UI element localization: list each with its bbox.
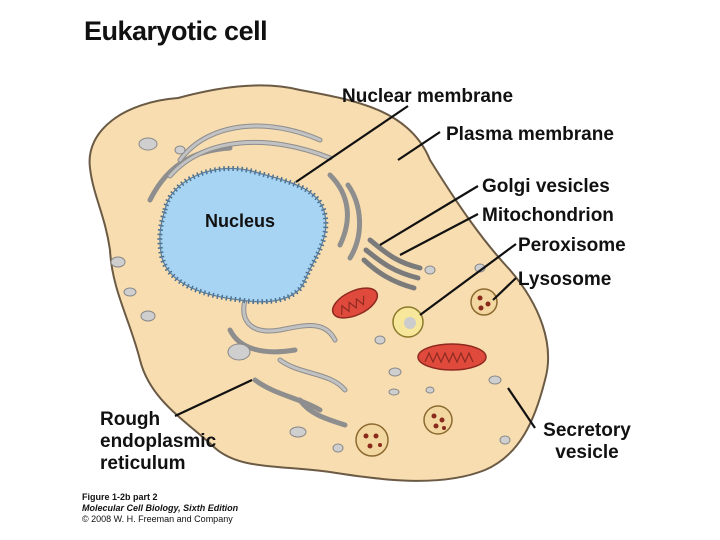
- label-nucleus: Nucleus: [205, 211, 276, 231]
- label-rough-er: Rough endoplasmic reticulum: [100, 409, 216, 475]
- label-plasma-membrane: Plasma membrane: [446, 124, 614, 145]
- peroxisome-shape: [392, 306, 424, 338]
- golgi-apparatus: [361, 237, 423, 291]
- lysosome-shape: [355, 288, 498, 457]
- label-rough-er-line2: endoplasmic: [100, 431, 217, 452]
- rough-er-lumen: [168, 124, 347, 392]
- caption-copyright: © 2008 W. H. Freeman and Company: [82, 514, 233, 524]
- figure-title: Eukaryotic cell: [84, 16, 268, 46]
- mitochondrion-lower: [417, 343, 487, 371]
- label-secretory-vesicle-line1: Secretory: [543, 420, 631, 441]
- label-golgi-vesicles: Golgi vesicles: [482, 176, 610, 197]
- label-rough-er-line1: Rough: [100, 409, 161, 430]
- mitochondrion-upper: [331, 287, 379, 319]
- caption-figure-number: Figure 1-2b part 2: [82, 492, 158, 502]
- label-mitochondrion: Mitochondrion: [482, 205, 614, 226]
- label-nuclear-membrane: Nuclear membrane: [342, 86, 514, 107]
- figure-caption: Figure 1-2b part 2 Molecular Cell Biolog…: [82, 492, 238, 525]
- nucleus-shape: [157, 166, 329, 305]
- label-lysosome: Lysosome: [518, 269, 612, 290]
- label-secretory-vesicle-line2: vesicle: [555, 442, 619, 463]
- label-peroxisome: Peroxisome: [518, 235, 626, 256]
- caption-book-title: Molecular Cell Biology, Sixth Edition: [82, 503, 239, 513]
- leader-lines: [174, 105, 536, 429]
- label-secretory-vesicle: Secretory vesicle: [538, 420, 636, 464]
- label-rough-er-line3: reticulum: [100, 453, 186, 474]
